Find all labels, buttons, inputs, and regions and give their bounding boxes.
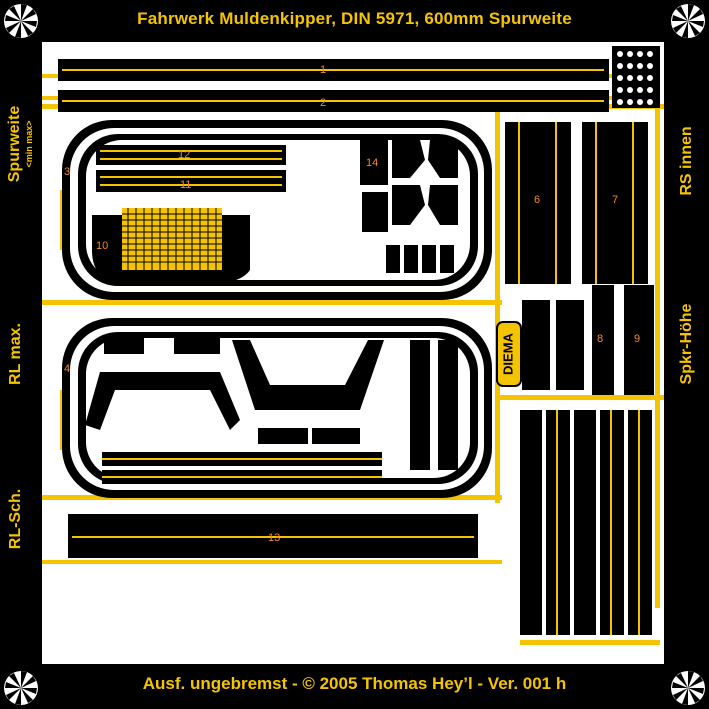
part-number: 2 xyxy=(320,97,326,109)
sheet-footer: Ausf. ungebremst - © 2005 Thomas Hey’l -… xyxy=(142,674,567,693)
part-7 xyxy=(582,122,648,284)
diema-stamp-text: DIEMA xyxy=(500,332,515,375)
registration-mark-icon xyxy=(4,671,38,705)
sheet-title: Fahrwerk Muldenkipper, DIN 5971, 600mm S… xyxy=(137,9,572,28)
registration-mark-icon xyxy=(671,4,705,38)
part-6 xyxy=(505,122,571,284)
diema-stamp: DIEMA xyxy=(496,321,522,387)
part-13 xyxy=(68,514,478,558)
long-parts xyxy=(520,410,652,635)
registration-mark-icon xyxy=(671,671,705,705)
part-number: 10 xyxy=(96,240,108,252)
part-number: 7 xyxy=(612,194,618,206)
rivet-plate xyxy=(612,46,660,108)
part-number: 12 xyxy=(178,149,190,161)
part-8 xyxy=(592,285,614,395)
part-number: 1 xyxy=(320,64,326,76)
part-number: 4 xyxy=(64,363,70,375)
part-number: 11 xyxy=(180,179,191,191)
part-10 xyxy=(92,208,250,285)
part-number: 14 xyxy=(366,157,378,169)
part-number: 8 xyxy=(597,333,603,345)
part-number: 13 xyxy=(268,532,280,544)
part-1 xyxy=(58,59,609,81)
part-11 xyxy=(96,170,286,192)
part-9 xyxy=(624,285,654,395)
part-number: 9 xyxy=(634,333,640,345)
part-12 xyxy=(96,145,286,165)
part-2 xyxy=(58,90,609,112)
part-number: 6 xyxy=(534,194,540,206)
registration-mark-icon xyxy=(4,4,38,38)
part-14 xyxy=(360,140,458,273)
part-number: 3 xyxy=(64,166,70,178)
